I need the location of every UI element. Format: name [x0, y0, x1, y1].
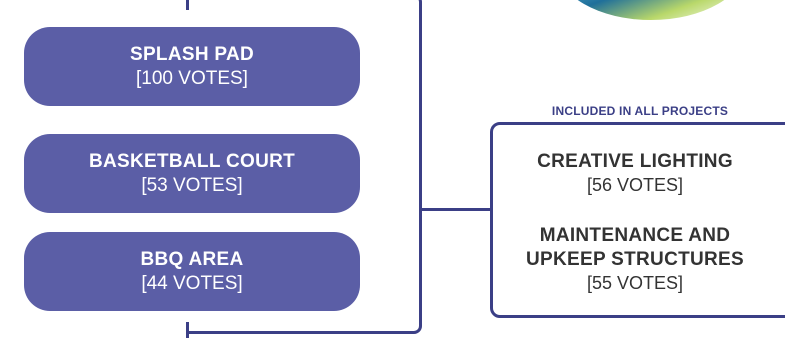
included-item-name-line2: UPKEEP STRUCTURES [525, 249, 744, 270]
bracket-top-tick [186, 0, 189, 10]
included-heading: INCLUDED IN ALL PROJECTS [551, 104, 729, 118]
bracket-connector [422, 208, 490, 211]
feature-bbq-area: BBQ AREA [44 VOTES] [24, 232, 360, 311]
feature-basketball-court: BASKETBALL COURT [53 VOTES] [24, 134, 360, 213]
included-item-votes: [56 VOTES] [586, 175, 684, 195]
feature-votes: [100 VOTES] [136, 67, 248, 89]
included-item-name-line1: MAINTENANCE AND [539, 225, 731, 246]
included-item-maintenance: MAINTENANCE AND UPKEEP STRUCTURES [55 VO… [490, 224, 780, 294]
included-item-name: CREATIVE LIGHTING [537, 151, 733, 172]
included-box [490, 122, 785, 318]
project-photo [556, 0, 746, 20]
feature-votes: [44 VOTES] [141, 272, 243, 294]
feature-splash-pad: SPLASH PAD [100 VOTES] [24, 27, 360, 106]
bracket-bottom-tick [186, 322, 189, 338]
feature-name: BASKETBALL COURT [88, 150, 296, 172]
feature-bracket [186, 0, 422, 334]
feature-name: SPLASH PAD [129, 43, 255, 65]
feature-name: BBQ AREA [140, 248, 244, 270]
feature-votes: [53 VOTES] [141, 174, 243, 196]
included-item-creative-lighting: CREATIVE LIGHTING [56 VOTES] [490, 150, 780, 196]
included-item-votes: [55 VOTES] [586, 273, 684, 293]
